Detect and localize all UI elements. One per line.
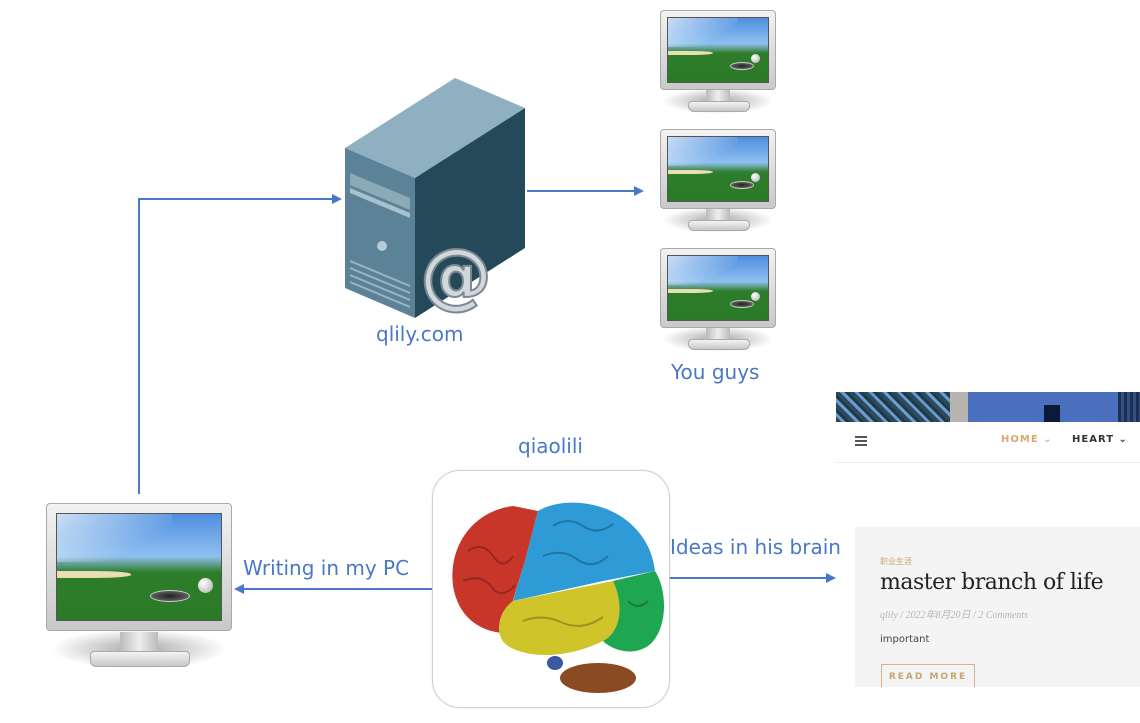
client-monitor-1 xyxy=(660,10,776,118)
edge-pc-to-server xyxy=(138,194,342,494)
chevron-down-icon: ⌄ xyxy=(1118,434,1128,445)
blog-banner-image xyxy=(836,392,1140,422)
brain-node xyxy=(432,470,670,708)
blog-nav: HOME ⌄ HEART ⌄ xyxy=(836,422,1140,463)
brain-icon xyxy=(452,502,665,693)
post-meta: qlily / 2022年8月20日 / 2 Comments xyxy=(880,610,1029,621)
clients-label: You guys xyxy=(671,360,760,384)
nav-item-home[interactable]: HOME ⌄ xyxy=(1001,434,1053,445)
edge-label-ideas: Ideas in his brain xyxy=(670,535,841,559)
at-badge-icon: @ xyxy=(420,233,492,317)
post-title[interactable]: master branch of life xyxy=(880,570,1104,595)
server-tower-icon: @ xyxy=(345,78,525,318)
post-category[interactable]: 职业生涯 xyxy=(880,557,912,566)
read-more-button[interactable]: READ MORE xyxy=(881,664,975,687)
nav-item-heart[interactable]: HEART ⌄ xyxy=(1072,434,1128,445)
brain-label: qiaolili xyxy=(518,434,583,458)
chevron-down-icon: ⌄ xyxy=(1043,434,1053,445)
edge-label-writing: Writing in my PC xyxy=(243,556,410,580)
client-monitor-3 xyxy=(660,248,776,356)
post-excerpt: important xyxy=(880,634,930,645)
blog-post-card: 职业生涯 master branch of life qlily / 2022年… xyxy=(855,527,1140,687)
client-monitor-2 xyxy=(660,129,776,237)
hamburger-icon[interactable] xyxy=(855,436,867,446)
author-pc-monitor xyxy=(46,503,232,673)
server-label: qlily.com xyxy=(376,322,464,346)
